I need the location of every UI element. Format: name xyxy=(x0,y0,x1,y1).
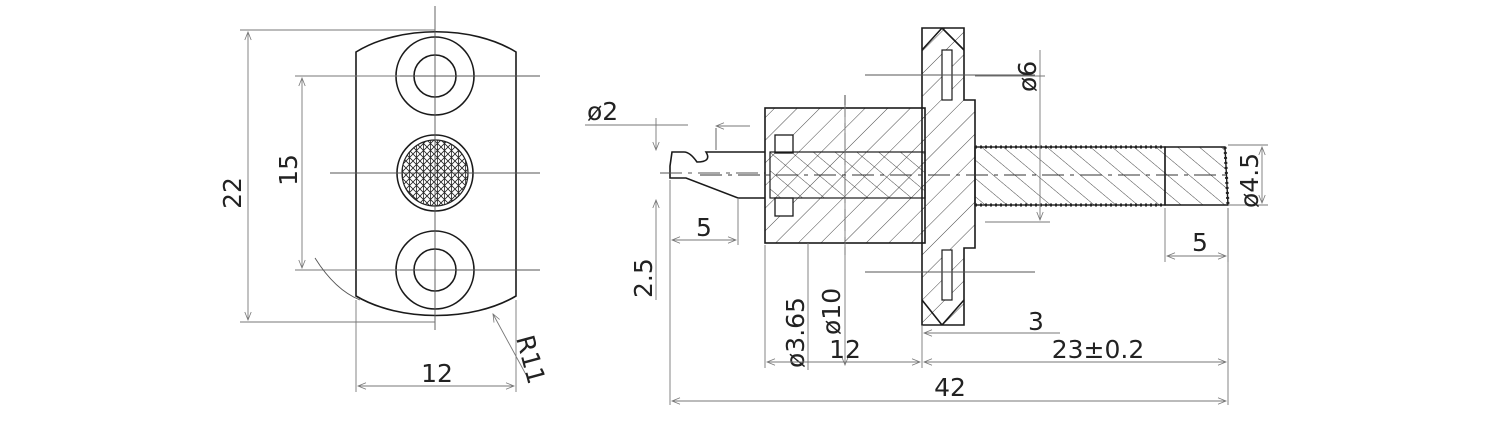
dim-spacing-label: 15 xyxy=(274,154,303,186)
dim-flange-dia-label: ø6 xyxy=(1013,61,1042,92)
groove-top xyxy=(774,134,794,154)
front-view: 22 15 12 R11 xyxy=(218,6,551,392)
dim-shaft-len-label: 23±0.2 xyxy=(1052,335,1145,364)
dim-tip-len-label: 5 xyxy=(1192,228,1208,257)
dim-line-radius xyxy=(493,314,531,383)
dim-width-label: 12 xyxy=(421,359,453,388)
dim-body-dia-label: ø10 xyxy=(817,288,846,335)
side-view: ø2 ø6 ø4.5 5 5 2.5 ø3.65 ø10 1 xyxy=(585,27,1268,405)
dim-body-len-label: 12 xyxy=(829,335,861,364)
pin-outline xyxy=(669,151,765,199)
dim-pin-len-label: 5 xyxy=(696,213,712,242)
dim-height-label: 22 xyxy=(218,177,247,209)
dim-tip-dia-label: ø4.5 xyxy=(1235,153,1264,208)
dim-flange-thk-label: 3 xyxy=(1028,307,1044,336)
tip xyxy=(1164,146,1229,206)
flange xyxy=(921,27,976,326)
flange-chamfer xyxy=(921,27,965,326)
plate-outline xyxy=(355,30,517,317)
dim-inner-dia-label: ø3.65 xyxy=(781,297,810,368)
dim-total-len-label: 42 xyxy=(934,373,966,402)
radius-arc xyxy=(314,257,361,301)
groove-bottom xyxy=(774,197,794,217)
flange-slot-bottom xyxy=(941,249,953,301)
knurled-shaft xyxy=(974,146,1166,206)
dim-offset-label: 2.5 xyxy=(629,258,658,298)
dim-pin-dia-label: ø2 xyxy=(587,97,618,126)
